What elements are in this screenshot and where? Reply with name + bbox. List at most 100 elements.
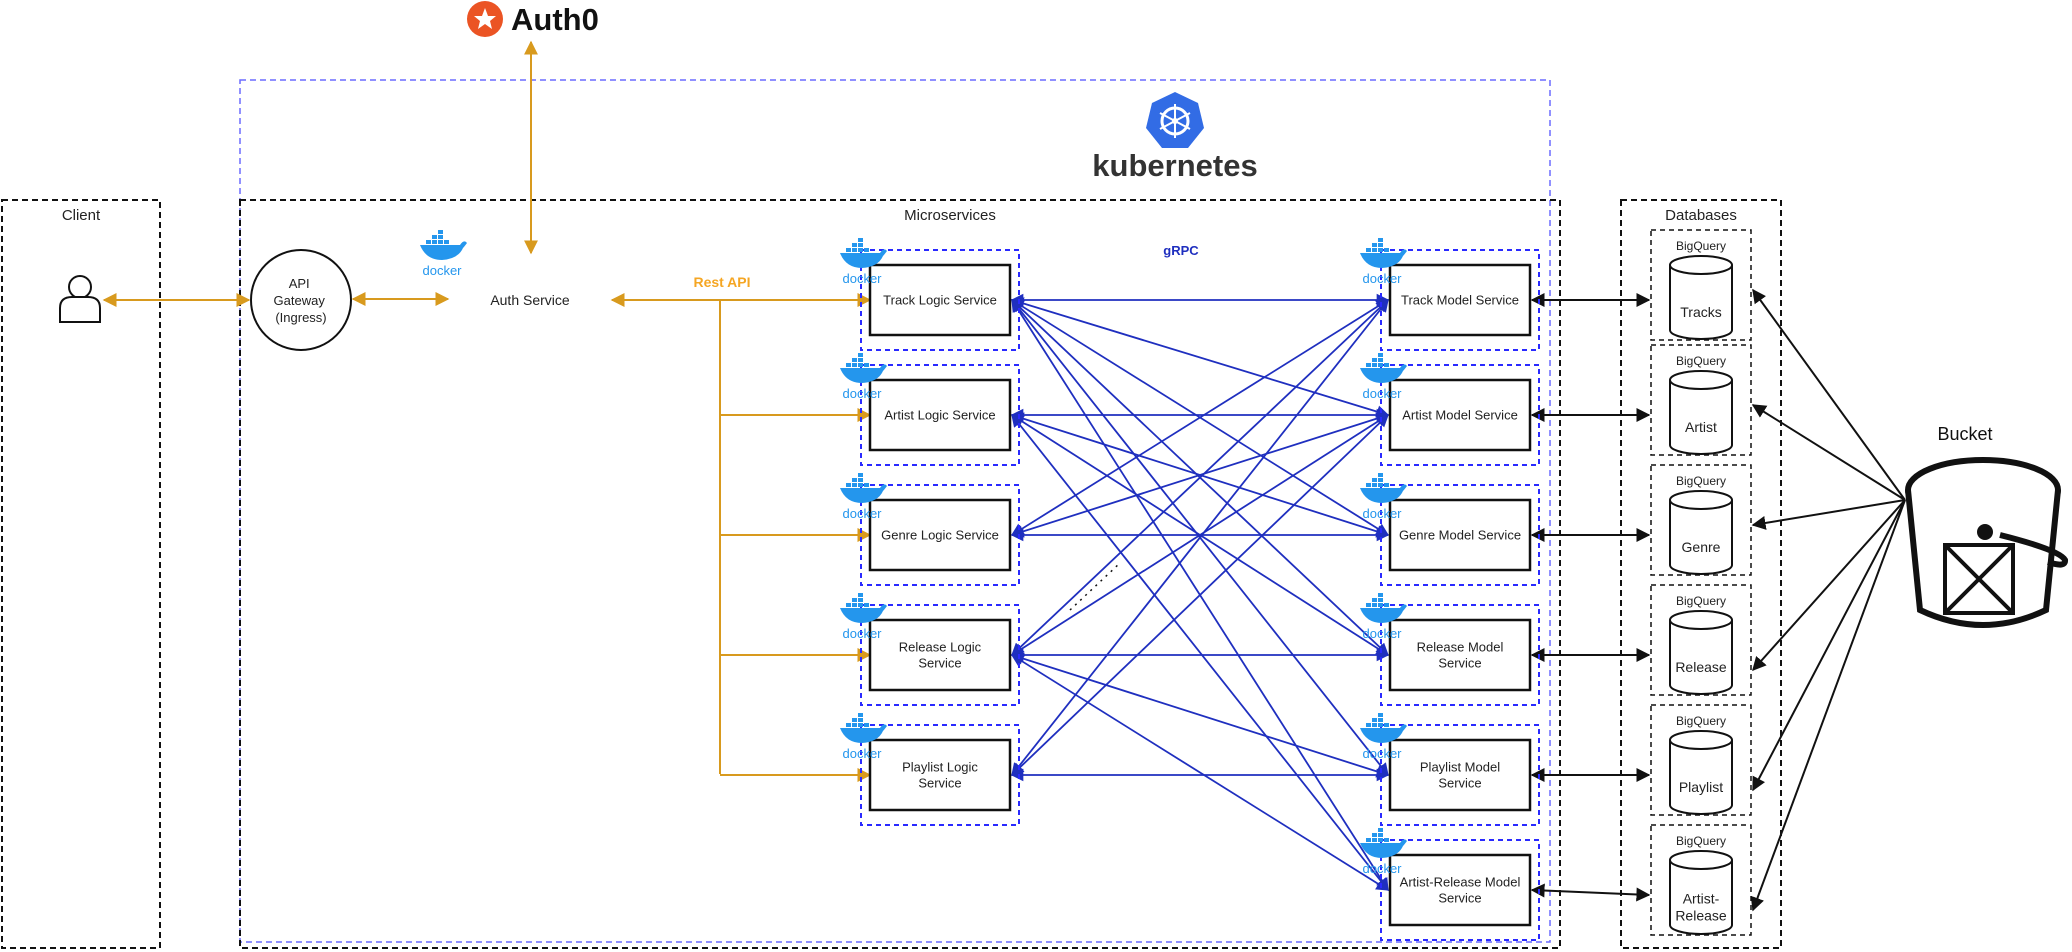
database-tag: BigQuery [1676, 834, 1726, 848]
model-service-1[interactable]: Track Model Service docker [1360, 238, 1540, 351]
edges-core [102, 40, 721, 774]
model-docker-icon: docker [1360, 353, 1407, 401]
client-group [1, 199, 161, 949]
more-services-ellipsis [1069, 562, 1121, 611]
bucket-node[interactable]: Bucket [1905, 424, 2069, 628]
logic-docker-icon: docker [840, 238, 887, 286]
logic-container-frame [860, 249, 1020, 351]
database-cylinder-icon [1669, 610, 1733, 695]
database-tag: BigQuery [1676, 239, 1726, 253]
logic-service-label-line-1: Playlist Logic [902, 760, 978, 775]
database-name: Artist-Release [1675, 890, 1727, 923]
logic-service-label: Artist Logic Service [884, 408, 995, 423]
database-cylinder-icon [1669, 490, 1733, 575]
model-docker-icon: docker [1360, 593, 1407, 641]
microservices-group-label: Microservices [904, 207, 996, 224]
database-frame [1650, 464, 1752, 576]
model-service-box [1388, 498, 1532, 572]
database-name: Artist [1685, 419, 1717, 435]
kubernetes-logo: kubernetes [1092, 92, 1258, 183]
database-cylinder-icon [1669, 850, 1733, 935]
database-tag: BigQuery [1676, 354, 1726, 368]
model-service-label-line-2: Service [1438, 891, 1481, 906]
api-gateway-label: API Gateway (Ingress) [274, 276, 329, 325]
database-name-line-1: Artist- [1683, 890, 1720, 906]
database-frame [1650, 229, 1752, 341]
edge-bucket-database [1750, 499, 1906, 912]
model-container-frame [1380, 724, 1540, 826]
model-service-box [1388, 378, 1532, 452]
logic-service-box [868, 618, 1012, 692]
logic-service-box [868, 263, 1012, 337]
logic-service-label-line-2: Service [918, 776, 961, 791]
database-frame [1650, 824, 1752, 936]
logic-service-label-line-1: Track Logic Service [883, 293, 997, 308]
model-service-box [1388, 738, 1532, 812]
database-name: Release [1675, 659, 1727, 675]
model-service-label: Track Model Service [1401, 293, 1519, 308]
grpc-edges [1010, 293, 1390, 892]
model-service-label-line-2: Service [1438, 776, 1481, 791]
model-docker-icon-wordmark: docker [1362, 271, 1402, 286]
logic-service-label-line-1: Genre Logic Service [881, 528, 999, 543]
model-container-frame [1380, 364, 1540, 466]
client-user-icon[interactable] [59, 275, 101, 323]
logic-service-label-line-1: Release Logic [899, 640, 982, 655]
auth-service-docker-icon: docker [420, 230, 467, 278]
model-docker-icon-wordmark: docker [1362, 506, 1402, 521]
database-nodes: BigQueryTracksBigQueryArtistBigQueryGenr… [1650, 229, 1752, 936]
edge-grpc [1010, 652, 1390, 778]
logic-container-frame [860, 484, 1020, 586]
logic-container-frame [860, 604, 1020, 706]
model-docker-icon: docker [1360, 473, 1407, 521]
logic-docker-icon: docker [840, 593, 887, 641]
logic-docker-icon-wordmark: docker [842, 746, 882, 761]
logic-service-1[interactable]: Track Logic Service docker [840, 238, 1020, 351]
model-docker-icon: docker [1360, 828, 1407, 876]
auth-service-docker-icon-wordmark: docker [422, 263, 462, 278]
model-docker-icon-wordmark: docker [1362, 386, 1402, 401]
database-cylinder-icon [1669, 370, 1733, 455]
edge-grpc [1010, 297, 1390, 418]
database-frame [1650, 584, 1752, 696]
logic-docker-icon: docker [840, 713, 887, 761]
logic-docker-icon-wordmark: docker [842, 386, 882, 401]
model-docker-icon: docker [1360, 713, 1407, 761]
databases-group [1620, 199, 1782, 949]
auth-service-label[interactable]: Auth Service [490, 292, 570, 308]
logic-service-label: Track Logic Service [883, 293, 997, 308]
model-service-box [1388, 853, 1532, 927]
model-service-label-line-1: Track Model Service [1401, 293, 1519, 308]
logic-service-box [868, 378, 1012, 452]
bucket-label: Bucket [1937, 424, 1992, 444]
edge-bucket-database [1752, 288, 1906, 501]
database-frame [1650, 704, 1752, 816]
model-service-label-line-1: Release Model [1417, 640, 1504, 655]
logic-service-box [868, 498, 1012, 572]
model-service-label-line-1: Playlist Model [1420, 760, 1500, 775]
model-docker-icon-wordmark: docker [1362, 861, 1402, 876]
database-name-line-1: Playlist [1679, 779, 1723, 795]
model-docker-icon-wordmark: docker [1362, 746, 1402, 761]
model-docker-icon-wordmark: docker [1362, 626, 1402, 641]
database-name-line-1: Tracks [1680, 304, 1721, 320]
api-gateway-node[interactable]: API Gateway (Ingress) [250, 249, 352, 351]
